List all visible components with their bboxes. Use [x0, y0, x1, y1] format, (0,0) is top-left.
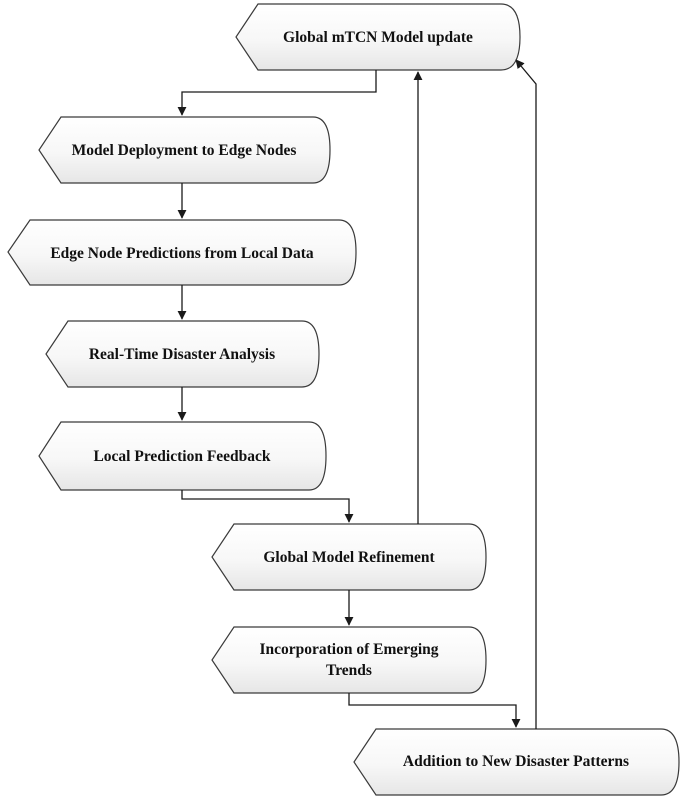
node-global-model-update: Global mTCN Model update	[235, 3, 521, 71]
node-label-new-patterns: Addition to New Disaster Patterns	[403, 753, 629, 770]
node-shape-global-model-update	[235, 3, 521, 71]
node-local-feedback: Local Prediction Feedback	[38, 421, 327, 491]
node-edge-predictions: Edge Node Predictions from Local Data	[7, 219, 357, 286]
node-shape-model-deployment	[38, 116, 331, 184]
node-shape-new-patterns	[353, 728, 680, 796]
node-label-emerging-trends-line2: Trends	[326, 662, 372, 679]
connector-global-to-deployment	[177, 70, 377, 116]
connector-feedback-to-refinement	[181, 490, 354, 523]
node-realtime-analysis: Real-Time Disaster Analysis	[45, 320, 320, 388]
node-shape-realtime-analysis	[45, 320, 320, 388]
node-shape-emerging-trends	[211, 626, 487, 694]
node-shape-local-feedback	[38, 421, 327, 491]
node-label-global-model-update: Global mTCN Model update	[283, 29, 473, 46]
node-model-deployment: Model Deployment to Edge Nodes	[38, 116, 331, 184]
node-label-realtime-analysis: Real-Time Disaster Analysis	[89, 346, 275, 363]
connector-patterns-to-global	[515, 59, 537, 729]
node-global-refinement: Global Model Refinement	[211, 523, 487, 591]
node-shape-edge-predictions	[7, 219, 357, 286]
node-label-edge-predictions: Edge Node Predictions from Local Data	[50, 245, 314, 262]
connector-trends-to-patterns	[348, 693, 521, 728]
node-label-emerging-trends-line1: Incorporation of Emerging	[259, 641, 438, 658]
node-label-model-deployment: Model Deployment to Edge Nodes	[72, 142, 297, 159]
node-label-local-feedback: Local Prediction Feedback	[93, 448, 270, 465]
node-new-patterns: Addition to New Disaster Patterns	[353, 728, 680, 796]
node-emerging-trends: Incorporation of Emerging Trends	[211, 626, 487, 694]
node-shape-global-refinement	[211, 523, 487, 591]
node-label-global-refinement: Global Model Refinement	[263, 549, 435, 566]
